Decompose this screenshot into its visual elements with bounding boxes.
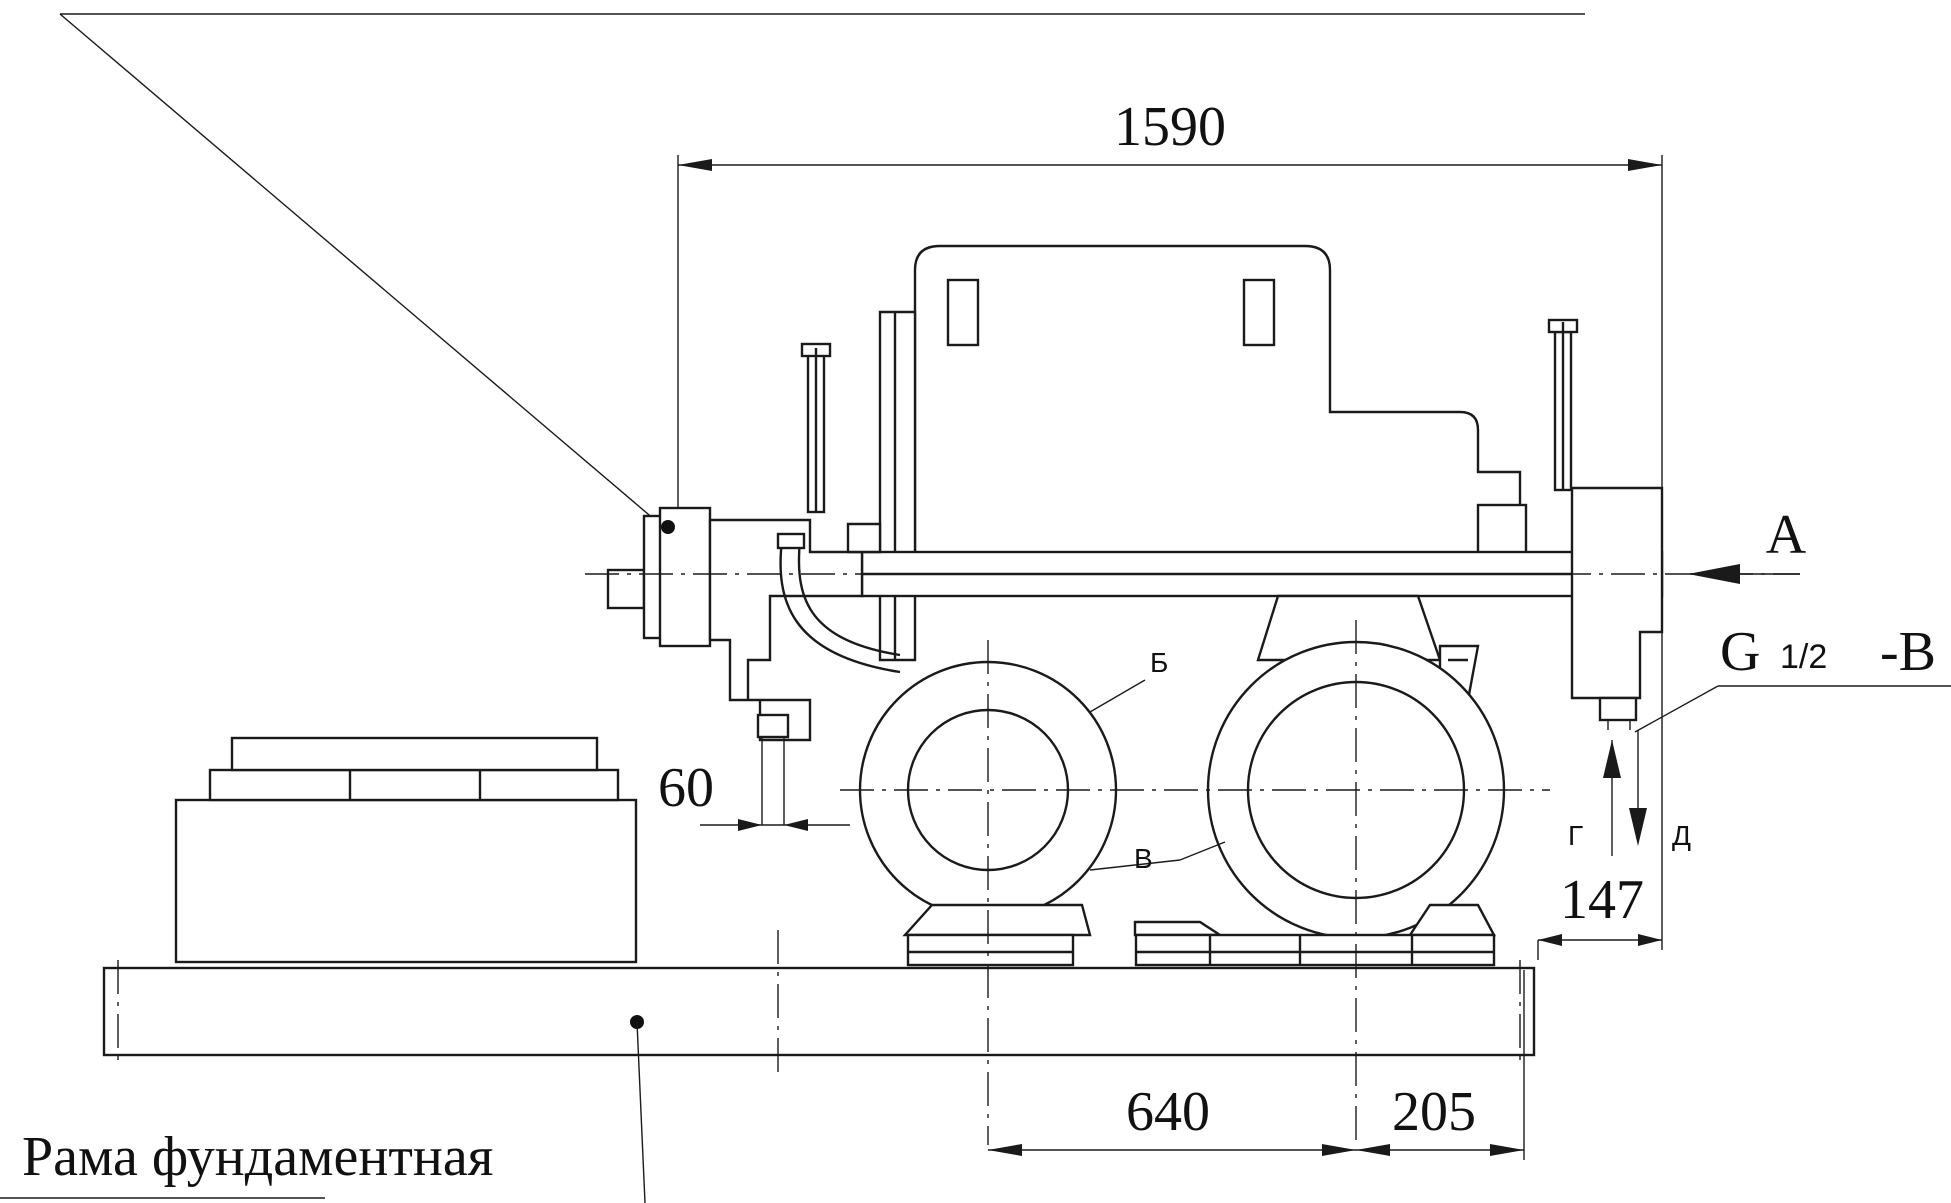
dimension-1590-label: 1590 — [1114, 96, 1226, 158]
dimension-205-label: 205 — [1392, 1081, 1476, 1143]
base-frame-caption: Рама фундаментная — [0, 1126, 493, 1199]
port-thread-label: G — [1720, 621, 1760, 683]
port-callout: G 1/2 -В — [1634, 621, 1951, 733]
base-frame-label: Рама фундаментная — [22, 1126, 493, 1188]
mark-g-label: Г — [1568, 820, 1583, 851]
dimension-overall-length: 1590 — [677, 96, 1663, 950]
flow-arrows: Г Д — [1568, 730, 1691, 856]
base-frame — [102, 930, 1536, 1203]
mark-b-label: Б — [1150, 647, 1168, 678]
view-arrow-a: A — [1688, 504, 1807, 584]
dimension-60-label: 60 — [658, 757, 714, 819]
pump-feet — [902, 903, 1496, 967]
dimension-gap: 60 — [658, 757, 850, 831]
dimension-offset-right: 147 — [1537, 869, 1662, 960]
right-bolt-rod — [1547, 318, 1638, 730]
volute-marks: Б В — [1089, 647, 1226, 874]
vent-slot-left — [946, 278, 980, 347]
mark-v-label: В — [1134, 843, 1153, 874]
dimension-640-label: 640 — [1126, 1081, 1210, 1143]
mark-d-label: Д — [1672, 820, 1691, 851]
top-leader — [59, 13, 1585, 521]
view-a-label: A — [1766, 504, 1807, 566]
port-size-label: 1/2 — [1780, 638, 1827, 676]
motor-block — [174, 736, 638, 964]
left-coupling — [606, 342, 901, 825]
vent-slot-right — [1242, 278, 1276, 347]
centre-lines — [585, 573, 1800, 1145]
dimension-147-label: 147 — [1560, 869, 1644, 931]
port-suffix-label: -В — [1880, 621, 1936, 683]
coupling-leader-dot — [661, 520, 675, 534]
dimension-axis-spacing: 640 205 — [988, 970, 1525, 1160]
pump-body — [860, 244, 1664, 702]
